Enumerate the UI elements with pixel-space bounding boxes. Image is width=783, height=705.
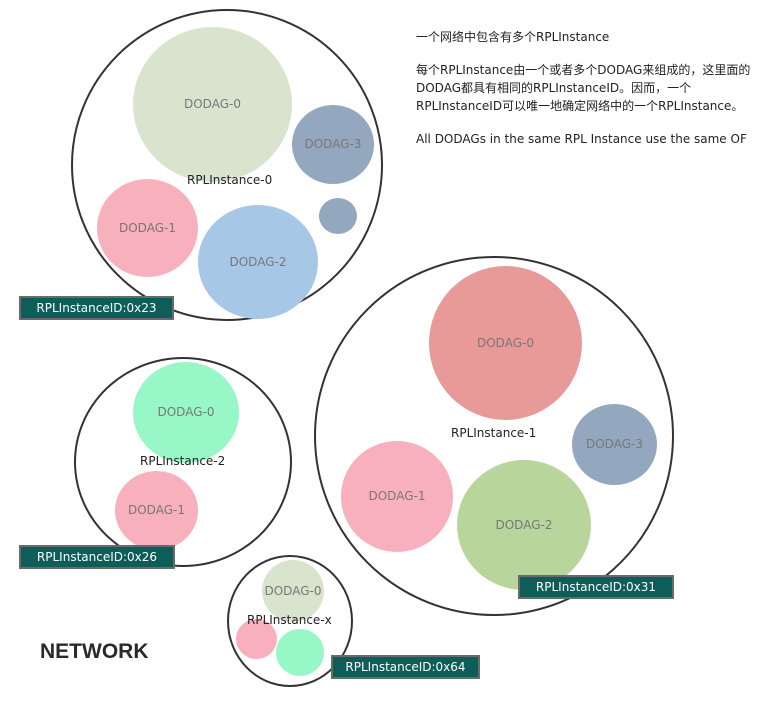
instance-0-small-node: [319, 198, 357, 234]
note-same-objective-function: All DODAGs in the same RPL Instance use …: [416, 132, 747, 146]
instance-1-name: RPLInstance-1: [451, 426, 537, 440]
network-label: NETWORK: [40, 640, 149, 663]
instance-1-dodag-3: DODAG-3: [572, 404, 657, 485]
dodag-label: DODAG-0: [477, 335, 534, 350]
dodag-label: DODAG-0: [264, 583, 322, 598]
instance-x-name: RPLInstance-x: [247, 613, 332, 627]
instance-x-pink-node: [236, 619, 277, 659]
instance-1-dodag-2: DODAG-2: [457, 460, 591, 590]
dodag-label: DODAG-0: [184, 97, 241, 112]
instance-0-id-tag: RPLInstanceID:0x23: [19, 296, 174, 320]
instance-0-dodag-3: DODAG-3: [292, 105, 374, 184]
instance-x-mint-node: [276, 629, 324, 676]
instance-2-dodag-0: DODAG-0: [133, 362, 239, 463]
dodag-label: DODAG-1: [128, 503, 185, 518]
instance-1-circle: [314, 256, 674, 616]
dodag-label: DODAG-2: [229, 254, 287, 269]
dodag-label: DODAG-0: [157, 405, 215, 420]
note-network-contains-instances: 一个网络中包含有多个RPLInstance: [416, 30, 610, 44]
notes-panel: 一个网络中包含有多个RPLInstance 每个RPLInstance由一个或者…: [416, 28, 766, 163]
instance-2-circle: [74, 357, 292, 567]
dodag-label: DODAG-3: [586, 437, 643, 452]
instance-2-id-tag: RPLInstanceID:0x26: [19, 545, 175, 569]
dodag-label: DODAG-3: [304, 137, 362, 152]
dodag-label: DODAG-1: [368, 489, 426, 504]
instance-0-name: RPLInstance-0: [187, 173, 273, 187]
instance-x-circle: [227, 555, 353, 687]
instance-x-id-tag: RPLInstanceID:0x64: [331, 655, 480, 679]
instance-0-circle: [71, 9, 383, 321]
instance-2-name: RPLInstance-2: [140, 454, 226, 468]
dodag-label: DODAG-1: [119, 220, 176, 235]
instance-1-dodag-0: DODAG-0: [429, 266, 582, 420]
instance-0-dodag-0: DODAG-0: [133, 27, 292, 182]
instance-x-dodag-0: DODAG-0: [262, 560, 324, 622]
instance-2-dodag-1: DODAG-1: [115, 471, 198, 550]
instance-1-id-tag: RPLInstanceID:0x31: [518, 575, 674, 599]
dodag-label: DODAG-2: [495, 517, 553, 532]
instance-0-dodag-2: DODAG-2: [198, 205, 318, 319]
instance-1-dodag-1: DODAG-1: [341, 441, 453, 552]
note-instance-composition: 每个RPLInstance由一个或者多个DODAG来组成的，这里面的DODAG都…: [416, 63, 751, 113]
instance-0-dodag-1: DODAG-1: [97, 179, 198, 277]
